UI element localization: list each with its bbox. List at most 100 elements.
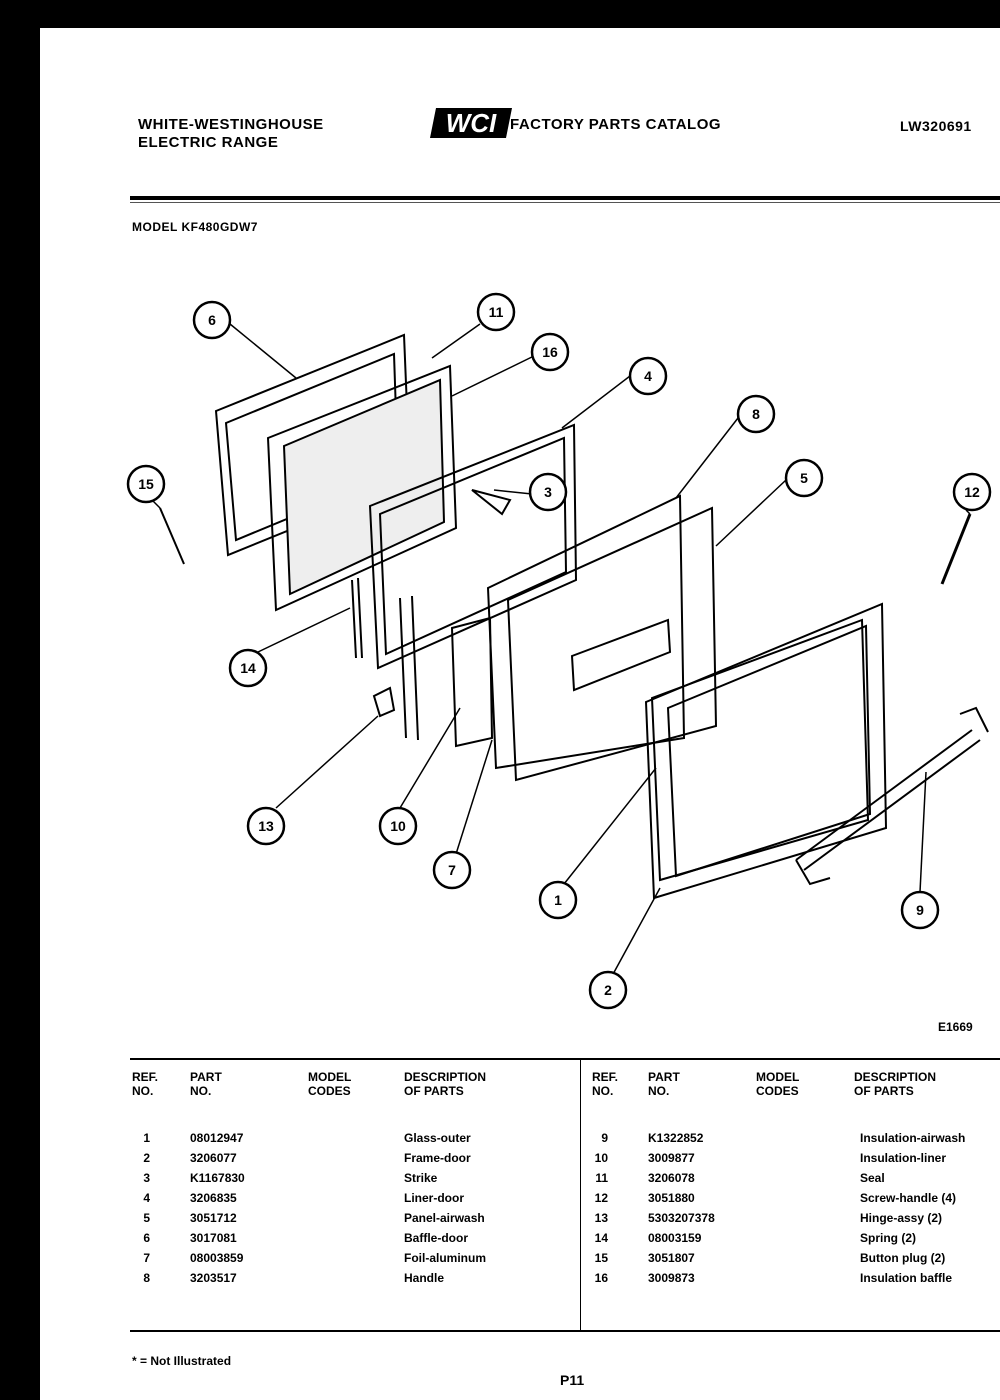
table-cell: K1167830 <box>190 1171 245 1185</box>
table-cell: Insulation baffle <box>860 1271 953 1285</box>
table-cell: Foil-aluminum <box>404 1251 486 1265</box>
callout-circles <box>126 292 992 1010</box>
page-number: P11 <box>560 1372 585 1388</box>
figure-reference: E1669 <box>938 1020 973 1034</box>
leader-lines <box>149 323 971 977</box>
liner-door-part <box>368 423 578 670</box>
spring-part <box>351 577 363 659</box>
brand-line-1: WHITE-WESTINGHOUSE <box>138 116 324 133</box>
table-cell: Glass-outer <box>404 1131 471 1145</box>
table-cell: 9 <box>601 1131 608 1145</box>
insulation-liner-part <box>450 616 494 748</box>
table-cell: 3017081 <box>190 1231 237 1245</box>
model-line: MODEL KF480GDW7 <box>132 220 258 234</box>
table-cell: 08003859 <box>190 1251 244 1265</box>
table-cell: Seal <box>860 1171 885 1185</box>
insulation-airwash-part <box>486 494 686 770</box>
logo-text: WCI <box>446 108 497 138</box>
table-cell: Insulation-liner <box>860 1151 947 1165</box>
brand-block: WHITE-WESTINGHOUSE ELECTRIC RANGE <box>138 116 324 152</box>
table-cell: 5303207378 <box>648 1211 715 1225</box>
table-cell: 15 <box>594 1251 608 1265</box>
table-cell: Button plug (2) <box>860 1251 946 1265</box>
left-desc-column: Glass-outer Frame-door Strike Liner-door… <box>404 1128 486 1288</box>
table-cell: 3206835 <box>190 1191 237 1205</box>
header-ref: REF.NO. <box>132 1070 159 1098</box>
callout-label: 2 <box>604 982 612 998</box>
table-cell: 8 <box>143 1271 150 1285</box>
table-cell: 3051712 <box>190 1211 237 1225</box>
table-cell: 12 <box>594 1191 608 1205</box>
table-cell: 3206078 <box>648 1171 695 1185</box>
table-cell: 3203517 <box>190 1271 237 1285</box>
table-cell: 3051880 <box>648 1191 695 1205</box>
table-cell: 13 <box>594 1211 608 1225</box>
table-cell: 4 <box>143 1191 150 1205</box>
table-bottom-rule <box>130 1330 1000 1332</box>
callout-label: 7 <box>448 862 456 878</box>
table-cell: Baffle-door <box>404 1231 468 1245</box>
exploded-diagram: 6 11 16 4 3 8 5 12 15 14 13 10 7 1 2 9 <box>126 292 992 1010</box>
callout-label: 14 <box>240 660 256 676</box>
button-plug-part <box>159 507 185 565</box>
table-cell: 5 <box>143 1211 150 1225</box>
table-cell: 3206077 <box>190 1151 237 1165</box>
screw-part <box>940 513 972 585</box>
table-cell: 10 <box>594 1151 608 1165</box>
table-cell: Hinge-assy (2) <box>860 1211 943 1225</box>
callout-label: 16 <box>542 344 558 360</box>
table-cell: 2 <box>143 1151 150 1165</box>
callout-label: 8 <box>752 406 760 422</box>
callout-label: 6 <box>208 312 216 328</box>
table-cell: 3051807 <box>648 1251 695 1265</box>
insulation-baffle-part <box>266 364 458 612</box>
catalog-title: FACTORY PARTS CATALOG <box>510 116 722 133</box>
right-desc-column: Insulation-airwash Insulation-liner Seal… <box>860 1128 965 1288</box>
footnote: * = Not Illustrated <box>132 1354 232 1368</box>
callout-label: 5 <box>800 470 808 486</box>
wci-logo: WCI <box>430 108 512 138</box>
header-ref-right: REF.NO. <box>592 1070 619 1098</box>
callout-label: 4 <box>644 368 652 384</box>
left-part-column: 08012947 3206077 K1167830 3206835 305171… <box>190 1128 245 1288</box>
airwash-panel-part <box>506 506 718 782</box>
table-cell: 3 <box>143 1171 150 1185</box>
outer-glass-part <box>650 618 870 882</box>
table-cell: Screw-handle (4) <box>860 1191 957 1205</box>
table-top-rule <box>130 1058 1000 1060</box>
table-cell: 08012947 <box>190 1131 244 1145</box>
table-cell: 11 <box>595 1171 608 1185</box>
table-cell: 1 <box>143 1131 150 1145</box>
table-cell: Insulation-airwash <box>860 1131 966 1145</box>
callout-label: 12 <box>964 484 980 500</box>
left-ref-column: 1 2 3 4 5 6 7 8 <box>128 1128 150 1288</box>
table-cell: 3009877 <box>648 1151 695 1165</box>
table-cell: 16 <box>594 1271 608 1285</box>
frame-door-part <box>644 602 888 900</box>
table-cell: Spring (2) <box>860 1231 916 1245</box>
header-rule <box>130 196 1000 200</box>
callout-label: 9 <box>916 902 924 918</box>
callout-label: 10 <box>390 818 406 834</box>
table-cell: K1322852 <box>648 1131 704 1145</box>
hinge-assy-part <box>372 595 419 741</box>
table-cell: Panel-airwash <box>404 1211 485 1225</box>
table-cell: Handle <box>404 1271 445 1285</box>
callout-label: 13 <box>258 818 274 834</box>
table-divider <box>580 1058 581 1330</box>
catalog-page: WHITE-WESTINGHOUSE ELECTRIC RANGE WCI FA… <box>40 28 1000 1400</box>
table-cell: 7 <box>143 1251 150 1265</box>
table-cell: 08003159 <box>648 1231 702 1245</box>
strike-part <box>471 489 512 516</box>
callout-label: 1 <box>554 892 562 908</box>
right-ref-column: 9 10 11 12 13 14 15 16 <box>586 1128 608 1288</box>
table-cell: 14 <box>594 1231 608 1245</box>
callout-label: 11 <box>489 304 504 320</box>
handle-part <box>795 706 989 886</box>
